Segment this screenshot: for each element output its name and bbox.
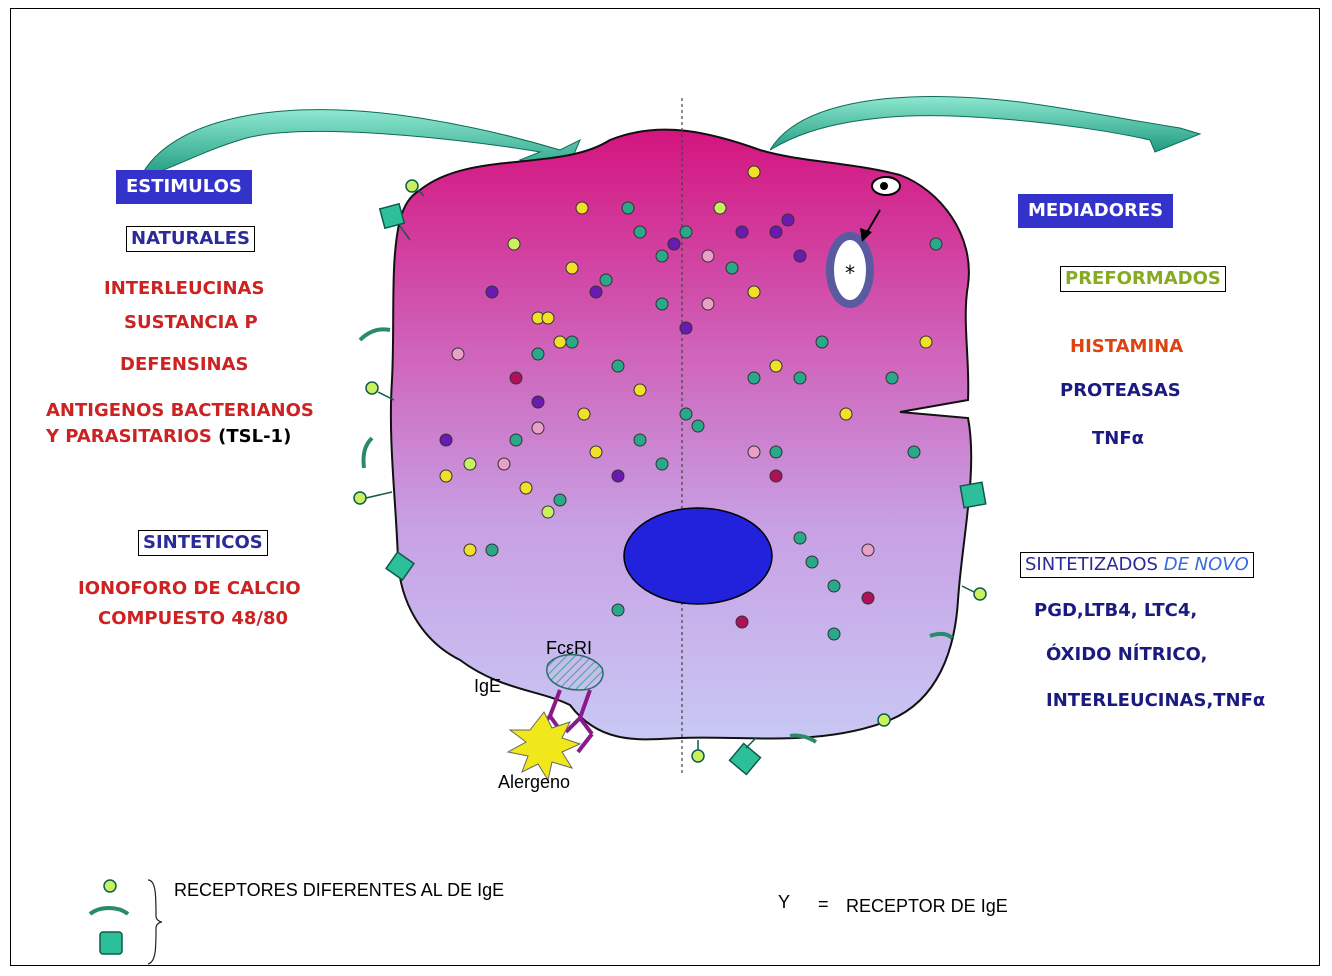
nucleus [623,507,773,605]
synth-mediators-line2: ÓXIDO NÍTRICO, [1046,644,1208,665]
compuesto-label: COMPUESTO 48/80 [98,608,289,629]
vesicle-asterisk: * [845,261,855,285]
vesicle-arrowhead [860,228,872,242]
tsl-label: (TSL-1) [218,426,292,447]
sintetizados-label: SINTETIZADOS DE NOVO [1020,552,1254,578]
defensinas-label: DEFENSINAS [120,354,249,375]
tnf-label: TNFα [1092,428,1145,449]
diagram-frame [10,8,1320,966]
histamina-label: HISTAMINA [1070,336,1184,357]
fceri-receptor [546,653,604,691]
naturales-label: NATURALES [126,226,256,252]
membrane-receptors [353,179,987,776]
degranulating-vesicle [826,232,874,308]
ige-label: IgE [474,676,502,696]
estimulos-header: ESTIMULOS [116,170,252,204]
legend-receptores-text: RECEPTORES DIFERENTES AL DE IgE [174,880,505,900]
granules [439,165,943,641]
de-novo-text: DE NOVO [1163,554,1249,575]
exocytosis-granule-core [880,182,888,190]
antigenos-label-line2: Y PARASITARIOS (TSL-1) [46,426,291,448]
synth-mediators-line3: INTERLEUCINAS,TNFα [1046,690,1266,711]
mediadores-header: MEDIADORES [1018,194,1174,228]
legend-equals: = [818,894,829,914]
ionoforo-label: IONOFORO DE CALCIO [78,578,301,599]
sintetizados-text: SINTETIZADOS [1025,554,1158,575]
preformados-label: PREFORMADOS [1060,266,1226,292]
allergen-star [506,711,582,782]
proteasas-label: PROTEASAS [1060,380,1181,401]
mast-cell-body [389,128,973,741]
antigenos-line2-text: Y PARASITARIOS [46,426,212,447]
interleucinas-label: INTERLEUCINAS [104,278,265,299]
vesicle-arrow [865,209,881,235]
alergeno-label: Alergeno [498,772,571,792]
antigenos-label-line1: ANTIGENOS BACTERIANOS [46,400,314,421]
sustancia-p-label: SUSTANCIA P [124,312,258,333]
legend-symbols [88,879,163,965]
legend-receptor-ige-text: RECEPTOR DE IgE [846,896,1008,916]
legend-y-symbol: Y [778,892,791,912]
synth-mediators-line1: PGD,LTB4, LTC4, [1034,600,1198,621]
fceri-label: FcεRI [546,638,593,658]
mediator-arrow [769,96,1202,153]
sinteticos-label: SINTETICOS [138,530,268,556]
